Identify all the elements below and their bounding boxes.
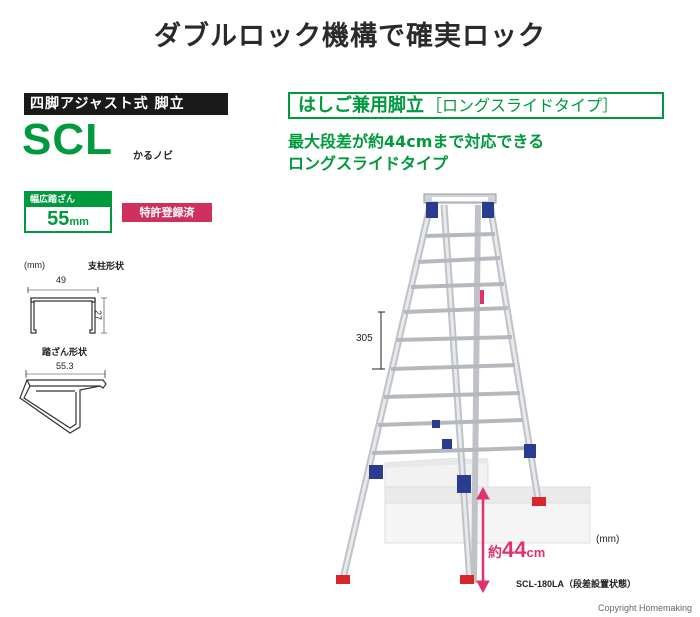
step-width-dimension: 55.3 bbox=[56, 361, 74, 371]
top-left-hinge bbox=[426, 202, 438, 218]
foot-left bbox=[336, 575, 350, 584]
copyright-text: Copyright Homemaking bbox=[597, 603, 692, 613]
height-diff-value: 44 bbox=[502, 537, 527, 562]
feature-copy-line-1: 最大段差が約44cmまで対応できる bbox=[288, 132, 545, 151]
step-width-label: 幅広踏ざん bbox=[26, 193, 110, 207]
height-diff-prefix: 約 bbox=[488, 544, 502, 560]
height-diff-label: 約44cm bbox=[488, 537, 545, 563]
pillar-shape-label: 支柱形状 bbox=[88, 261, 125, 271]
feature-copy: 最大段差が約44cmまで対応できる ロングスライドタイプ bbox=[288, 131, 544, 175]
feature-title-box: はしご兼用脚立［ロングスライドタイプ］ bbox=[288, 92, 664, 119]
product-code: SCL bbox=[22, 115, 113, 164]
product-nickname: かるノビ bbox=[133, 151, 173, 162]
top-right-hinge bbox=[482, 202, 494, 218]
step-pitch-label: 305 bbox=[356, 333, 373, 344]
feature-title-sub: ［ロングスライドタイプ］ bbox=[426, 96, 619, 115]
diagram-caption: SCL-180LA（段差設置状態） bbox=[516, 579, 637, 589]
series-label: 四脚アジャスト式 脚立 bbox=[24, 93, 228, 115]
step-width-value: 55 bbox=[47, 208, 70, 230]
ladder-joints bbox=[369, 420, 536, 493]
patent-badge: 特許登録済 bbox=[122, 203, 212, 222]
pillar-width-value: 49 bbox=[56, 275, 67, 285]
pitch-bracket bbox=[372, 311, 385, 370]
ladder-diagram bbox=[336, 193, 591, 594]
step-width-value-wrap: 55mm bbox=[26, 207, 110, 234]
step-width-badge: 幅広踏ざん 55mm bbox=[24, 191, 112, 233]
step-width-unit: mm bbox=[69, 216, 89, 228]
foot-center bbox=[460, 575, 474, 584]
feature-title: はしご兼用脚立 bbox=[298, 95, 424, 116]
foot-right bbox=[532, 497, 546, 506]
height-diff-unit: cm bbox=[526, 545, 546, 560]
ladder-steps bbox=[371, 232, 528, 455]
step-cross-section bbox=[19, 370, 107, 434]
feature-copy-line-2: ロングスライドタイプ bbox=[288, 154, 449, 173]
diagram-unit: (mm) bbox=[596, 534, 620, 545]
profile-unit: (mm) bbox=[24, 260, 45, 270]
pillar-cross-section bbox=[27, 287, 107, 334]
height-arrow bbox=[476, 486, 490, 594]
step-shape-label: 踏ざん形状 bbox=[42, 347, 88, 357]
page-headline: ダブルロック機構で確実ロック bbox=[154, 21, 546, 52]
